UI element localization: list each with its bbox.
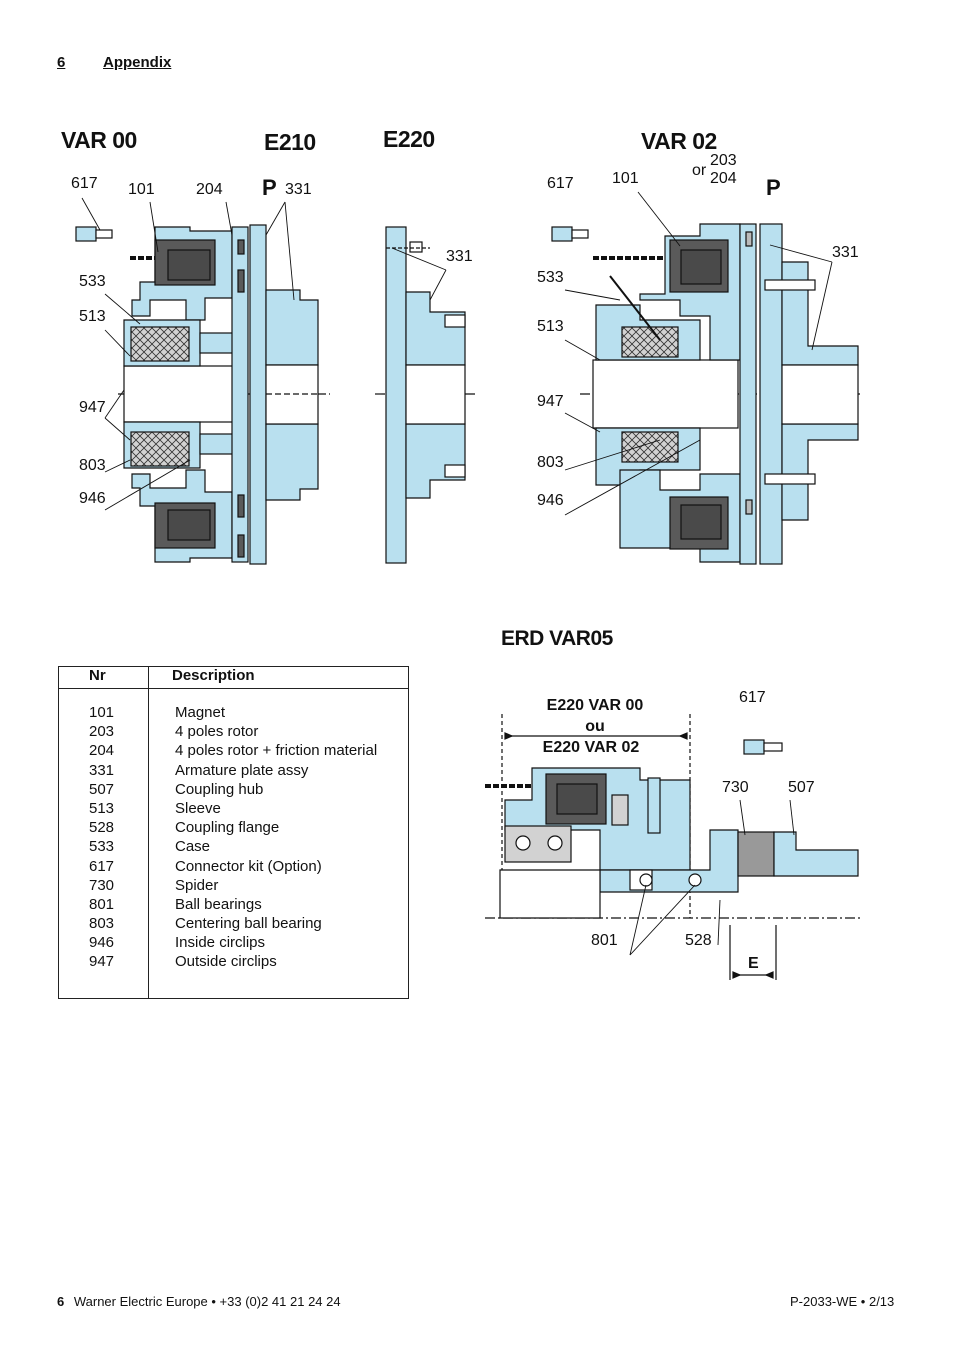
leader-lines [81, 191, 833, 956]
var02-label-533: 533 [537, 269, 564, 286]
table-cell-description: Coupling flange [175, 819, 280, 837]
var00-label-533: 533 [79, 273, 106, 290]
var02-label-or: or [692, 162, 707, 179]
table-cell-description: Outside circlips [175, 953, 277, 971]
table-header-description: Description [172, 667, 255, 684]
var02-label-203: 203 [710, 152, 737, 169]
parts-table: Nr Description 101 Magnet 203 4 poles rotor… [58, 666, 409, 999]
e220-label-331: 331 [446, 248, 473, 265]
table-row: 947 Outside circlips [59, 953, 408, 972]
var00-label-331: 331 [285, 181, 312, 198]
erd-label-line2: ou [585, 718, 605, 735]
erd-label-801: 801 [591, 932, 618, 949]
table-divider-vertical [148, 667, 149, 998]
table-cell-nr: 331 [89, 761, 115, 779]
var00-label-946: 946 [79, 490, 106, 507]
footer-page-number: 6 [57, 1294, 65, 1309]
table-header-nr: Nr [89, 667, 106, 684]
table-row: 204 4 poles rotor + friction material [59, 742, 408, 761]
var02-label-204: 204 [710, 170, 737, 187]
var00-title: VAR 00 [61, 127, 137, 153]
var00-assembly [75, 224, 330, 565]
header-page-number: 6 [57, 54, 66, 71]
table-cell-description: Coupling hub [175, 780, 264, 798]
table-row: 528 Coupling flange [59, 819, 408, 838]
table-cell-nr: 513 [89, 799, 115, 817]
var02-label-947: 947 [537, 393, 564, 410]
table-row: 803 Centering ball bearing [59, 915, 408, 934]
header-section-title: Appendix [103, 54, 172, 71]
var02-label-p: P [766, 175, 781, 200]
erd-var05-assembly [485, 714, 860, 980]
var02-label-101: 101 [612, 170, 639, 187]
e210-title: E210 [264, 129, 316, 155]
table-row: 513 Sleeve [59, 800, 408, 819]
var02-label-331: 331 [832, 244, 859, 261]
table-cell-nr: 947 [89, 953, 115, 971]
var02-label-513: 513 [537, 318, 564, 335]
table-cell-description: Connector kit (Option) [175, 857, 322, 875]
var02-title: VAR 02 [641, 128, 717, 154]
table-row: 533 Case [59, 838, 408, 857]
table-cell-description: Sleeve [175, 799, 221, 817]
erd-label-line1: E220 VAR 00 [546, 697, 644, 714]
table-row: 946 Inside circlips [59, 934, 408, 953]
erd-label-e: E [748, 955, 759, 972]
footer-doc-code: P-2033-WE • 2/13 [790, 1294, 895, 1309]
var02-label-803: 803 [537, 454, 564, 471]
table-row: 507 Coupling hub [59, 781, 408, 800]
table-cell-description: 4 poles rotor [175, 723, 259, 741]
table-cell-nr: 203 [89, 723, 115, 741]
e220-assembly [375, 226, 478, 564]
table-cell-nr: 507 [89, 780, 115, 798]
var02-assembly [551, 223, 860, 565]
table-row: 101 Magnet [59, 704, 408, 723]
table-body: 101 Magnet 203 4 poles rotor 204 4 poles roto… [59, 704, 408, 973]
table-cell-description: Magnet [175, 704, 226, 721]
table-cell-nr: 528 [89, 819, 115, 837]
table-divider-horizontal [59, 688, 408, 689]
erd-label-line3: E220 VAR 02 [542, 739, 640, 756]
var00-label-p: P [262, 175, 277, 200]
var00-label-803: 803 [79, 457, 106, 474]
table-cell-nr: 101 [89, 704, 115, 721]
table-row: 203 4 poles rotor [59, 723, 408, 742]
table-row: 801 Ball bearings [59, 896, 408, 915]
table-cell-nr: 204 [89, 742, 115, 760]
table-cell-description: Case [175, 838, 211, 856]
var00-label-947: 947 [79, 399, 106, 416]
erd-label-507: 507 [788, 779, 815, 796]
erd-label-617: 617 [739, 689, 766, 706]
table-cell-description: Spider [175, 876, 219, 894]
erd-label-730: 730 [722, 779, 749, 796]
table-cell-nr: 803 [89, 915, 115, 933]
table-row: 617 Connector kit (Option) [59, 858, 408, 877]
var00-label-204: 204 [196, 181, 223, 198]
erd-label-528: 528 [685, 932, 712, 949]
table-cell-description: Armature plate assy [175, 761, 309, 779]
var02-label-946: 946 [537, 492, 564, 509]
table-cell-description: Inside circlips [175, 934, 266, 952]
footer-left: 6 Warner Electric Europe • +33 (0)2 41 2… [57, 1294, 341, 1309]
footer-company: Warner Electric Europe • +33 (0)2 41 21 … [73, 1294, 341, 1309]
var00-label-617: 617 [71, 175, 98, 192]
e220-title: E220 [383, 126, 435, 152]
erd-var05-title: ERD VAR05 [501, 627, 613, 650]
table-row: 331 Armature plate assy [59, 762, 408, 781]
table-cell-description: 4 poles rotor + friction material [175, 742, 378, 760]
table-row: 730 Spider [59, 877, 408, 896]
table-cell-nr: 617 [89, 857, 115, 875]
table-cell-nr: 730 [89, 876, 115, 894]
table-cell-nr: 533 [89, 838, 115, 856]
var02-label-617: 617 [547, 175, 574, 192]
var00-label-513: 513 [79, 308, 106, 325]
table-cell-nr: 801 [89, 895, 115, 913]
table-cell-description: Centering ball bearing [175, 915, 322, 933]
table-cell-description: Ball bearings [175, 895, 262, 913]
table-cell-nr: 946 [89, 934, 115, 952]
var00-label-101: 101 [128, 181, 155, 198]
